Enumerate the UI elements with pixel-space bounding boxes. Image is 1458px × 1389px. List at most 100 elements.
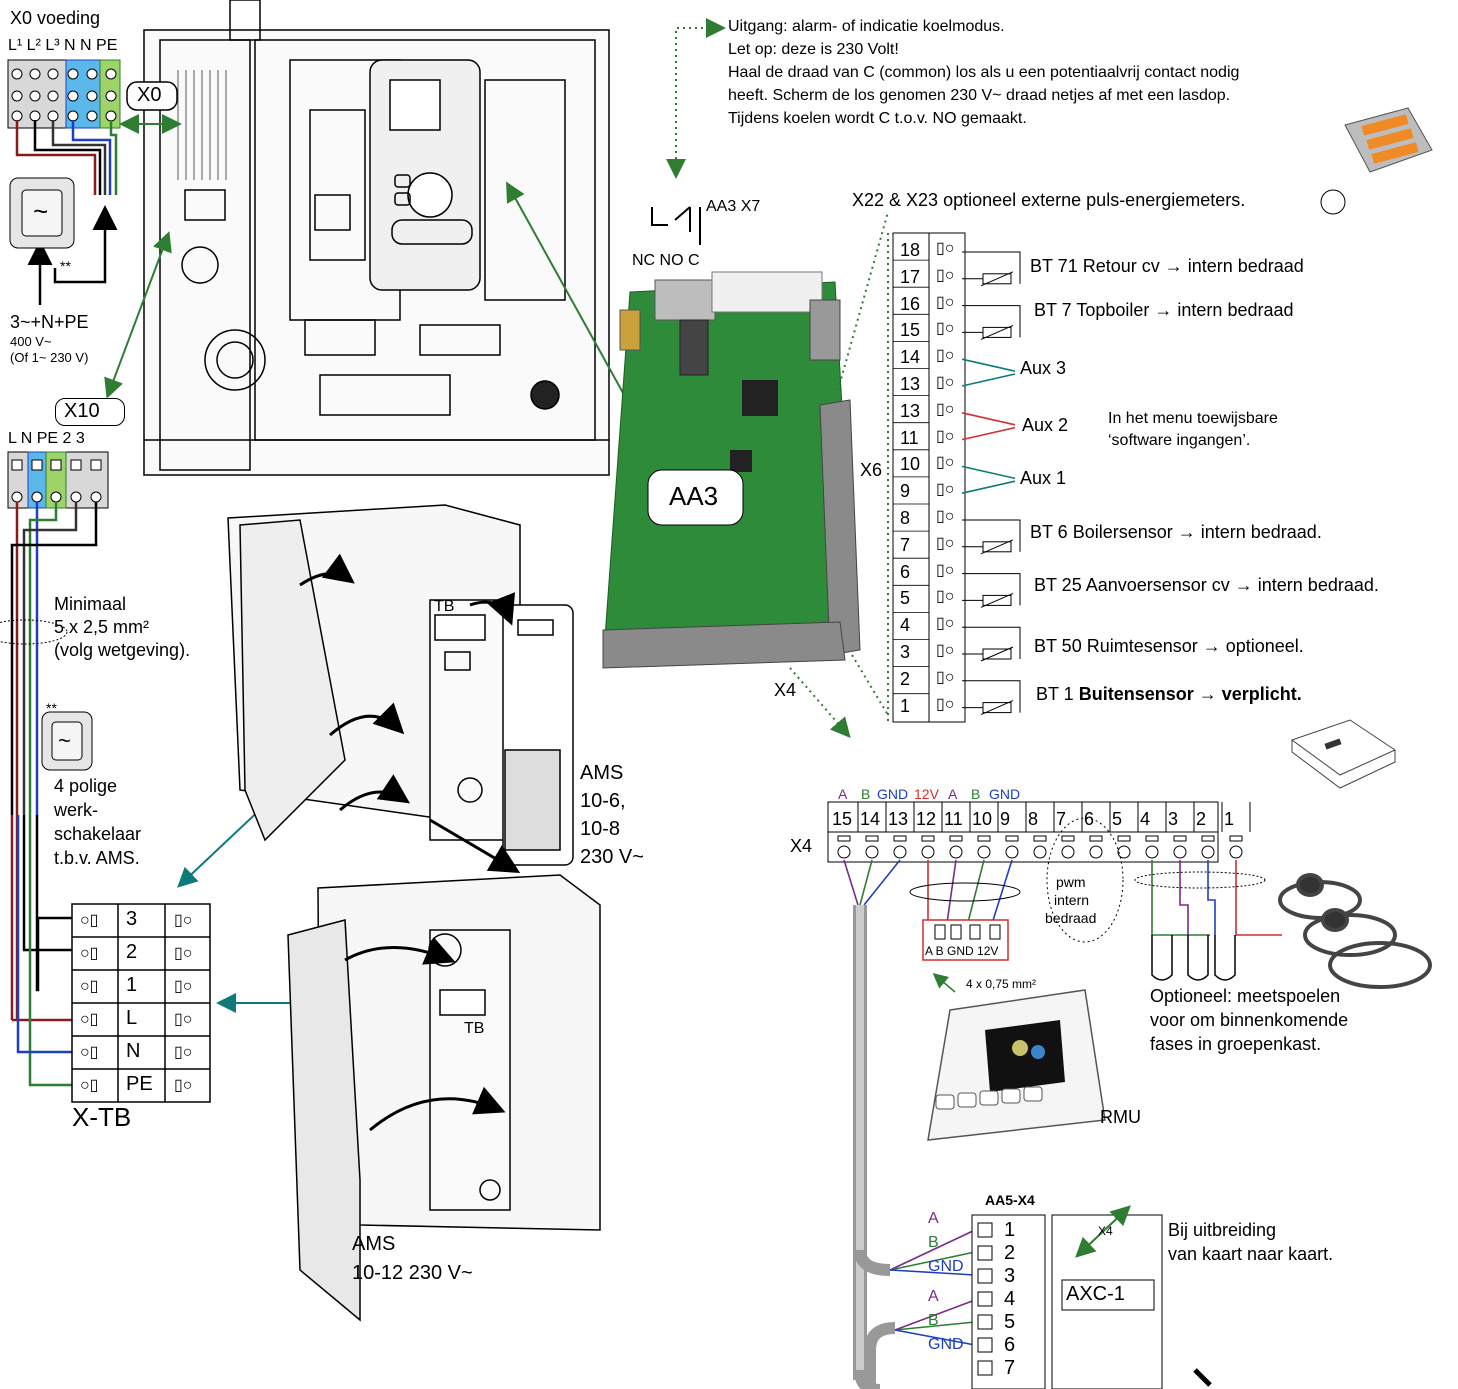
switch4-line3: schakelaar bbox=[54, 824, 142, 844]
x-tb-row-label: N bbox=[126, 1040, 141, 1062]
aa5-row-number: 4 bbox=[1004, 1288, 1016, 1310]
x0-terminal-block bbox=[7, 59, 121, 129]
x6-terminal-number: 7 bbox=[900, 534, 911, 555]
aa5-x4-block bbox=[971, 1214, 1046, 1389]
plug-icon bbox=[1193, 1368, 1212, 1387]
rmu-plug bbox=[922, 919, 1009, 961]
x6-terminal-number: 15 bbox=[900, 320, 921, 341]
aux-wire bbox=[961, 465, 1016, 480]
switch4-mark: ** bbox=[46, 700, 57, 716]
x6-terminal-number: 13 bbox=[900, 374, 921, 394]
aa3-contacts: NC NO C bbox=[632, 252, 700, 269]
x4-terminal-number: 7 bbox=[1056, 809, 1067, 829]
x10-link-arrow bbox=[104, 231, 172, 399]
x4-terminal-clamp-icon bbox=[1117, 835, 1131, 842]
ntc-slash bbox=[980, 646, 1014, 662]
x6-terminal-number: 17 bbox=[900, 266, 921, 287]
x-tb-table bbox=[71, 903, 211, 1103]
x6-terminal-number: 10 bbox=[900, 454, 921, 475]
ams-a-line2: 10-6, bbox=[580, 790, 626, 812]
output-line5: Tijdens koelen wordt C t.o.v. NO gemaakt… bbox=[728, 110, 1027, 127]
x-tb-row-label: 2 bbox=[126, 941, 138, 963]
aux-wire bbox=[961, 412, 1016, 426]
x4-terminal-number: 5 bbox=[1112, 809, 1123, 829]
x4-terminal-clamp-icon bbox=[1033, 835, 1047, 842]
output-line1: Uitgang: alarm- of indicatie koelmodus. bbox=[728, 18, 1005, 35]
x4-terminal-number: 14 bbox=[860, 809, 881, 829]
x10-wires bbox=[10, 502, 98, 1087]
x6-terminal-number: 2 bbox=[900, 668, 911, 689]
indoor-unit-drawing bbox=[143, 0, 610, 476]
sensor-aux2: Aux 2 bbox=[1022, 415, 1069, 435]
coils-line3: fases in groepenkast. bbox=[1150, 1034, 1322, 1054]
svg-text:~: ~ bbox=[58, 728, 71, 753]
coils-line1: Optioneel: meetspoelen bbox=[1150, 986, 1341, 1006]
x-tb-right-terminal-icon: ▯○ bbox=[174, 1077, 193, 1094]
x6-terminal-number: 16 bbox=[900, 293, 921, 314]
aa5-wire-label: B bbox=[928, 1234, 939, 1251]
x4-terminal-clamp-icon bbox=[1061, 835, 1075, 842]
x-tb-right-terminal-icon: ▯○ bbox=[174, 978, 193, 995]
x4-terminal-screw-icon bbox=[1005, 845, 1019, 859]
sensor-bt1-desc: Buitensensor → verplicht. bbox=[1078, 684, 1302, 704]
x4-terminal-number: 6 bbox=[1084, 809, 1095, 829]
x4-terminal-screw-icon bbox=[1145, 845, 1159, 859]
x4-terminal-screw-icon bbox=[1089, 845, 1103, 859]
x4-terminal-number: 15 bbox=[832, 809, 853, 829]
aa5-row-number: 6 bbox=[1004, 1334, 1016, 1356]
x6-terminal-icon: ▯○ bbox=[936, 534, 955, 552]
axc-link-arrow bbox=[1075, 1205, 1131, 1258]
output-line3: Haal de draad van C (common) los als u e… bbox=[728, 64, 1240, 81]
x0-tag-box bbox=[126, 81, 178, 111]
x6-terminal-icon: ▯○ bbox=[936, 508, 955, 525]
aa5-row-number: 1 bbox=[1004, 1219, 1016, 1241]
x4-terminal-clamp-icon bbox=[1229, 835, 1243, 842]
x6-terminal-number: 14 bbox=[900, 347, 921, 368]
x0-supply: 3~+N+PE bbox=[10, 312, 89, 332]
current-coils-graphic bbox=[1278, 873, 1432, 989]
sensor-bt1: BT 1 Buitensensor → verplicht. bbox=[1036, 684, 1302, 705]
pwm-line2: intern bbox=[1054, 892, 1090, 908]
cable-arrow bbox=[932, 973, 956, 993]
x6-terminal-icon: ▯○ bbox=[936, 266, 955, 284]
cable-line2: 5 x 2,5 mm² bbox=[54, 617, 150, 637]
x-tb-left-terminal-icon: ○▯ bbox=[80, 1077, 99, 1094]
x6-terminal-number: 8 bbox=[900, 508, 911, 528]
aux-wire bbox=[961, 480, 1016, 494]
x4-terminal-clamp-icon bbox=[893, 835, 907, 842]
outdoor-unit-ams-10-8 bbox=[227, 504, 574, 874]
aux-wire bbox=[961, 426, 1016, 441]
x6-sensor-wiring bbox=[893, 251, 1021, 716]
junction-box-x0: ~ bbox=[9, 177, 75, 249]
x4-terminal-screw-icon bbox=[1117, 845, 1131, 859]
x4-label: X4 bbox=[790, 836, 813, 856]
x22-note: X22 & X23 optioneel externe puls-energie… bbox=[852, 190, 1246, 210]
x6-terminal-icon: ▯○ bbox=[936, 293, 955, 311]
ntc-slash bbox=[980, 324, 1014, 340]
x4-terminal-screw-icon bbox=[977, 845, 991, 859]
x-tb-left-terminal-icon: ○▯ bbox=[80, 1011, 99, 1028]
aux-wire bbox=[961, 358, 1016, 372]
x-tb-row-label: PE bbox=[126, 1073, 153, 1095]
x6-terminal-icon: ▯○ bbox=[936, 695, 955, 713]
aa5-wire-label: A bbox=[928, 1288, 939, 1305]
x4-terminal-screw-icon bbox=[893, 845, 907, 859]
x4-dotted-arrow bbox=[789, 667, 851, 739]
aa3-x4: X4 bbox=[774, 680, 797, 700]
sensor-bt7: BT 7 Topboiler → intern bedraad bbox=[1034, 300, 1294, 320]
coil-cable-ellipse bbox=[1134, 871, 1266, 889]
sensor-bt25: BT 25 Aanvoersensor cv → intern bedraad. bbox=[1034, 575, 1379, 595]
x4-terminal-clamp-icon bbox=[1005, 835, 1019, 842]
x-tb-row-label: L bbox=[126, 1007, 138, 1029]
x6-terminal-number: 1 bbox=[900, 695, 911, 716]
x4-terminal-clamp-icon bbox=[865, 835, 879, 842]
aa3-pcb bbox=[602, 271, 861, 669]
x4-terminal-screw-icon bbox=[1033, 845, 1047, 859]
x6-terminal-icon: ▯○ bbox=[936, 615, 955, 633]
aa3-x6: X6 bbox=[860, 460, 883, 480]
sensor-bt50: BT 50 Ruimtesensor → optioneel. bbox=[1034, 636, 1304, 656]
x6-dotted-line bbox=[851, 654, 889, 716]
rmu-plug-label: A B GND 12V bbox=[925, 944, 999, 958]
x6-terminal-number: 13 bbox=[900, 400, 921, 421]
